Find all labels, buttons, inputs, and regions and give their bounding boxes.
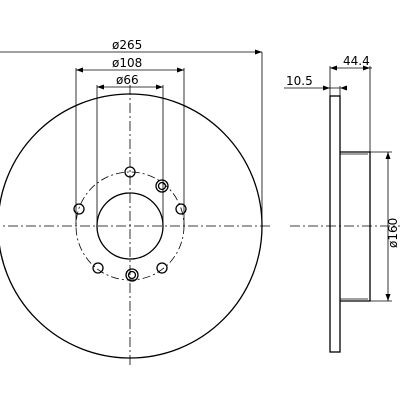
locating-hole (155, 179, 169, 193)
bolt-hole (73, 203, 85, 215)
front-view (0, 85, 272, 368)
disc-friction-ring (329, 95, 341, 353)
side-arrows (323, 65, 391, 301)
locating-hole-inner (157, 181, 167, 191)
front-arrows (76, 49, 262, 90)
side-view (329, 95, 371, 353)
locating-hole (125, 268, 139, 282)
bolt-hole (175, 203, 187, 215)
thickness-label: 10.5 (286, 74, 313, 88)
center-bore-label: ø66 (116, 73, 139, 87)
bolt-circle-label: ø108 (112, 56, 142, 70)
outer-diameter-label: ø265 (112, 38, 142, 52)
locating-hole-inner (127, 270, 137, 280)
side-dimensions (284, 66, 392, 302)
bolt-hole (92, 262, 104, 274)
hub-diameter-label: ø160 (386, 218, 400, 248)
total-height-label: 44.4 (343, 54, 370, 68)
front-dimensions (0, 51, 263, 226)
bolt-hole (124, 166, 136, 178)
bolt-hole (156, 262, 168, 274)
disc-hub (340, 151, 371, 302)
